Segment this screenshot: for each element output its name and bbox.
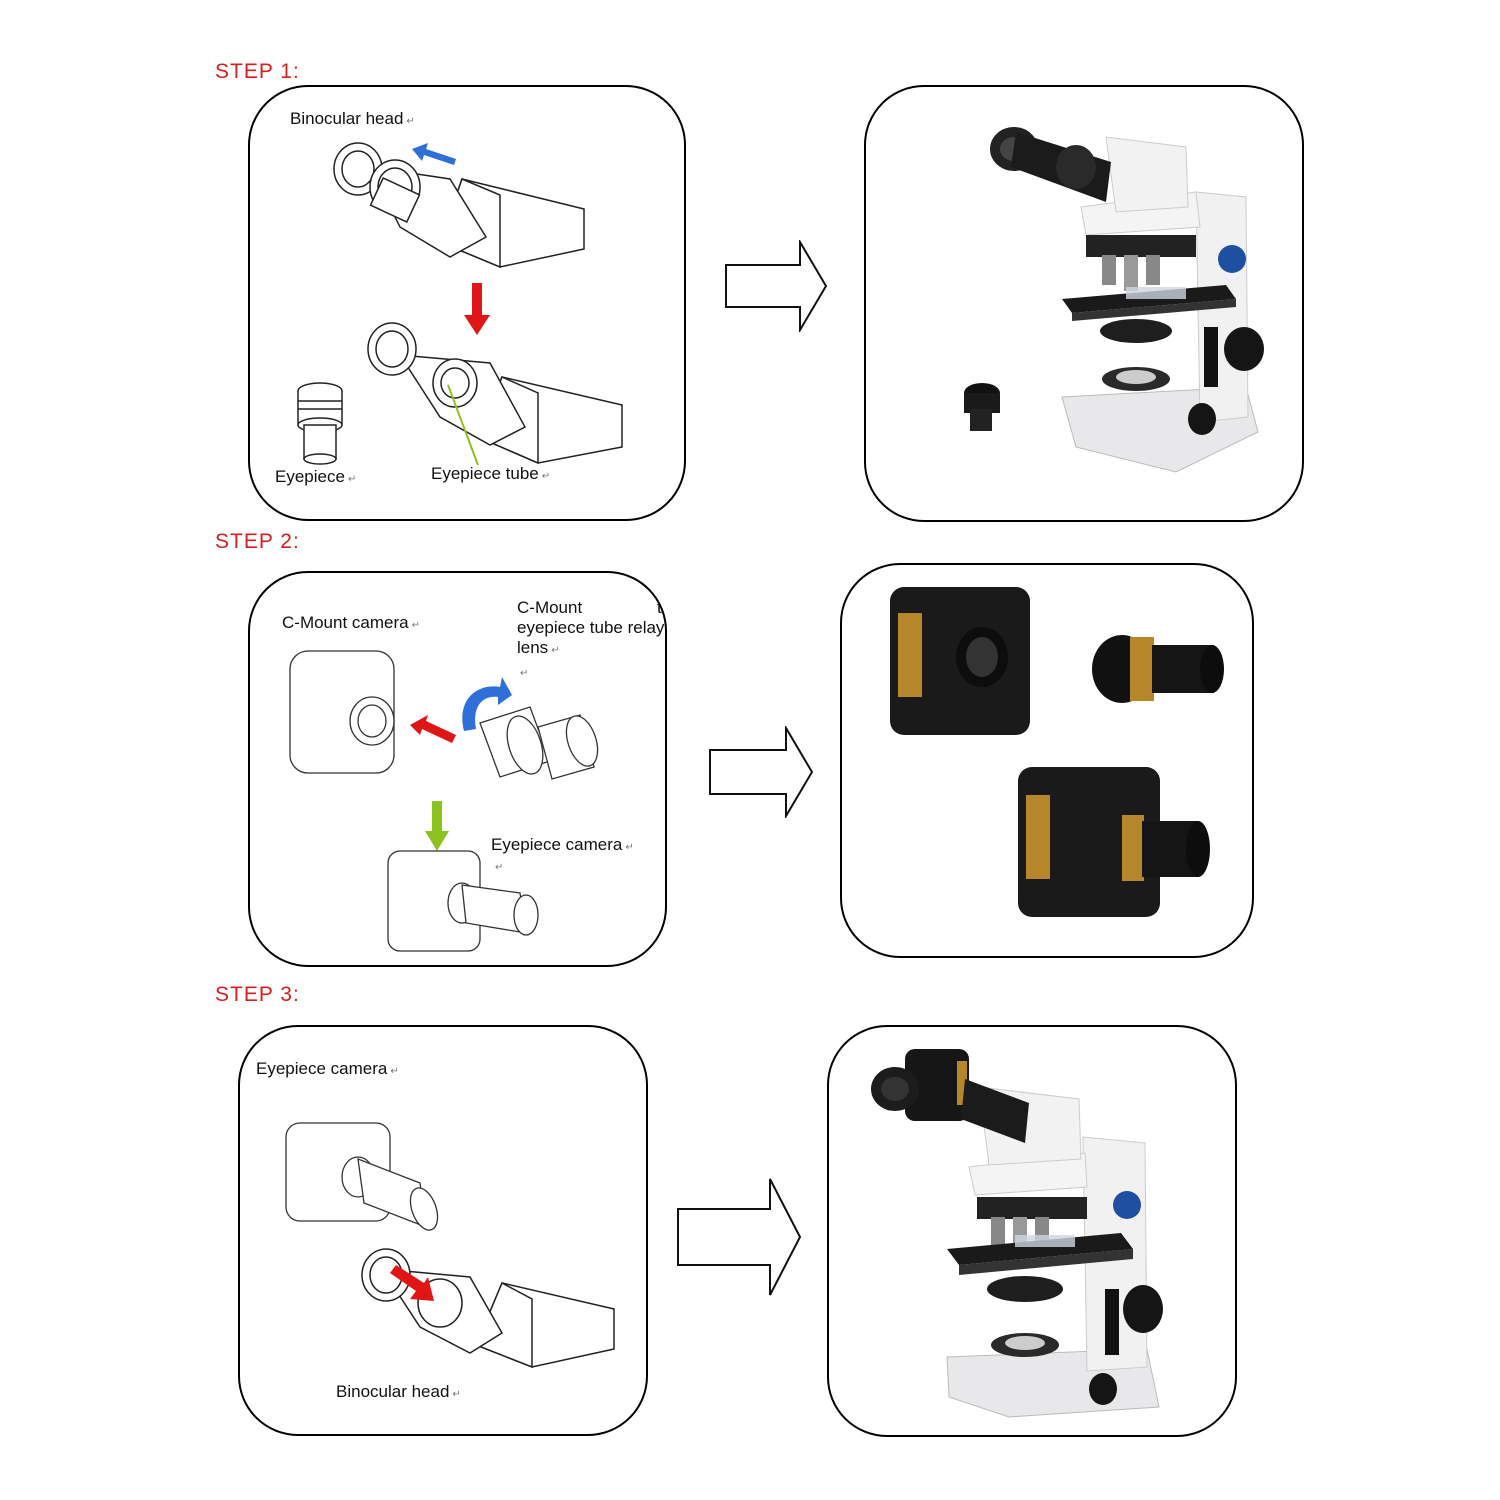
relay-lens-label: C-Mountto eyepiece tube relay lens↵ ↵ <box>517 598 665 679</box>
step-3-diagram-panel: Eyepiece camera↵ Binocular head↵ <box>238 1025 648 1436</box>
red-arrow-icon <box>390 1265 434 1301</box>
step-1-diagram-panel: Binocular head↵ Eyepiece↵ Eyepiece tube↵ <box>248 85 686 521</box>
blue-arrow-icon <box>412 143 456 165</box>
binocular-head-drawing <box>297 142 623 466</box>
relay-lens-photo <box>1092 635 1224 703</box>
eyepiece-tube-label: Eyepiece tube↵ <box>431 464 551 483</box>
step-2-photo-panel <box>840 563 1254 958</box>
binocular-head-drawing <box>285 1122 615 1369</box>
red-down-arrow-icon <box>464 283 490 335</box>
camera-photo <box>890 587 1224 917</box>
step-1-photo-panel <box>864 85 1304 522</box>
blue-rotate-arrow-icon <box>462 677 512 731</box>
step-1-outline-arrow-icon <box>725 240 828 332</box>
eyepiece-camera-label: Eyepiece camera↵ <box>256 1059 399 1078</box>
microscope-photo <box>964 127 1264 473</box>
step-3-title: STEP 3: <box>215 983 300 1006</box>
step-3-outline-arrow-icon <box>677 1178 802 1296</box>
step-2-outline-arrow-icon <box>709 726 814 818</box>
step-2-diagram-panel: C-Mount camera↵ C-Mountto eyepiece tube … <box>248 571 667 967</box>
eyepiece-drawing <box>297 382 343 465</box>
loose-eyepiece-photo <box>964 383 1000 431</box>
camera-drawing <box>289 650 599 952</box>
green-down-arrow-icon <box>425 801 449 851</box>
step-1-title: STEP 1: <box>215 60 300 83</box>
step-3-photo-panel <box>827 1025 1237 1437</box>
microscope-photo <box>871 1049 1163 1418</box>
binocular-head-label: Binocular head↵ <box>290 109 415 128</box>
eyepiece-camera-label: Eyepiece camera↵↵ <box>491 835 634 873</box>
red-arrow-icon <box>410 715 456 743</box>
c-mount-camera-label: C-Mount camera↵ <box>282 613 420 632</box>
step-2-title: STEP 2: <box>215 530 300 553</box>
binocular-head-label: Binocular head↵ <box>336 1382 461 1401</box>
eyepiece-label: Eyepiece↵ <box>275 467 357 486</box>
